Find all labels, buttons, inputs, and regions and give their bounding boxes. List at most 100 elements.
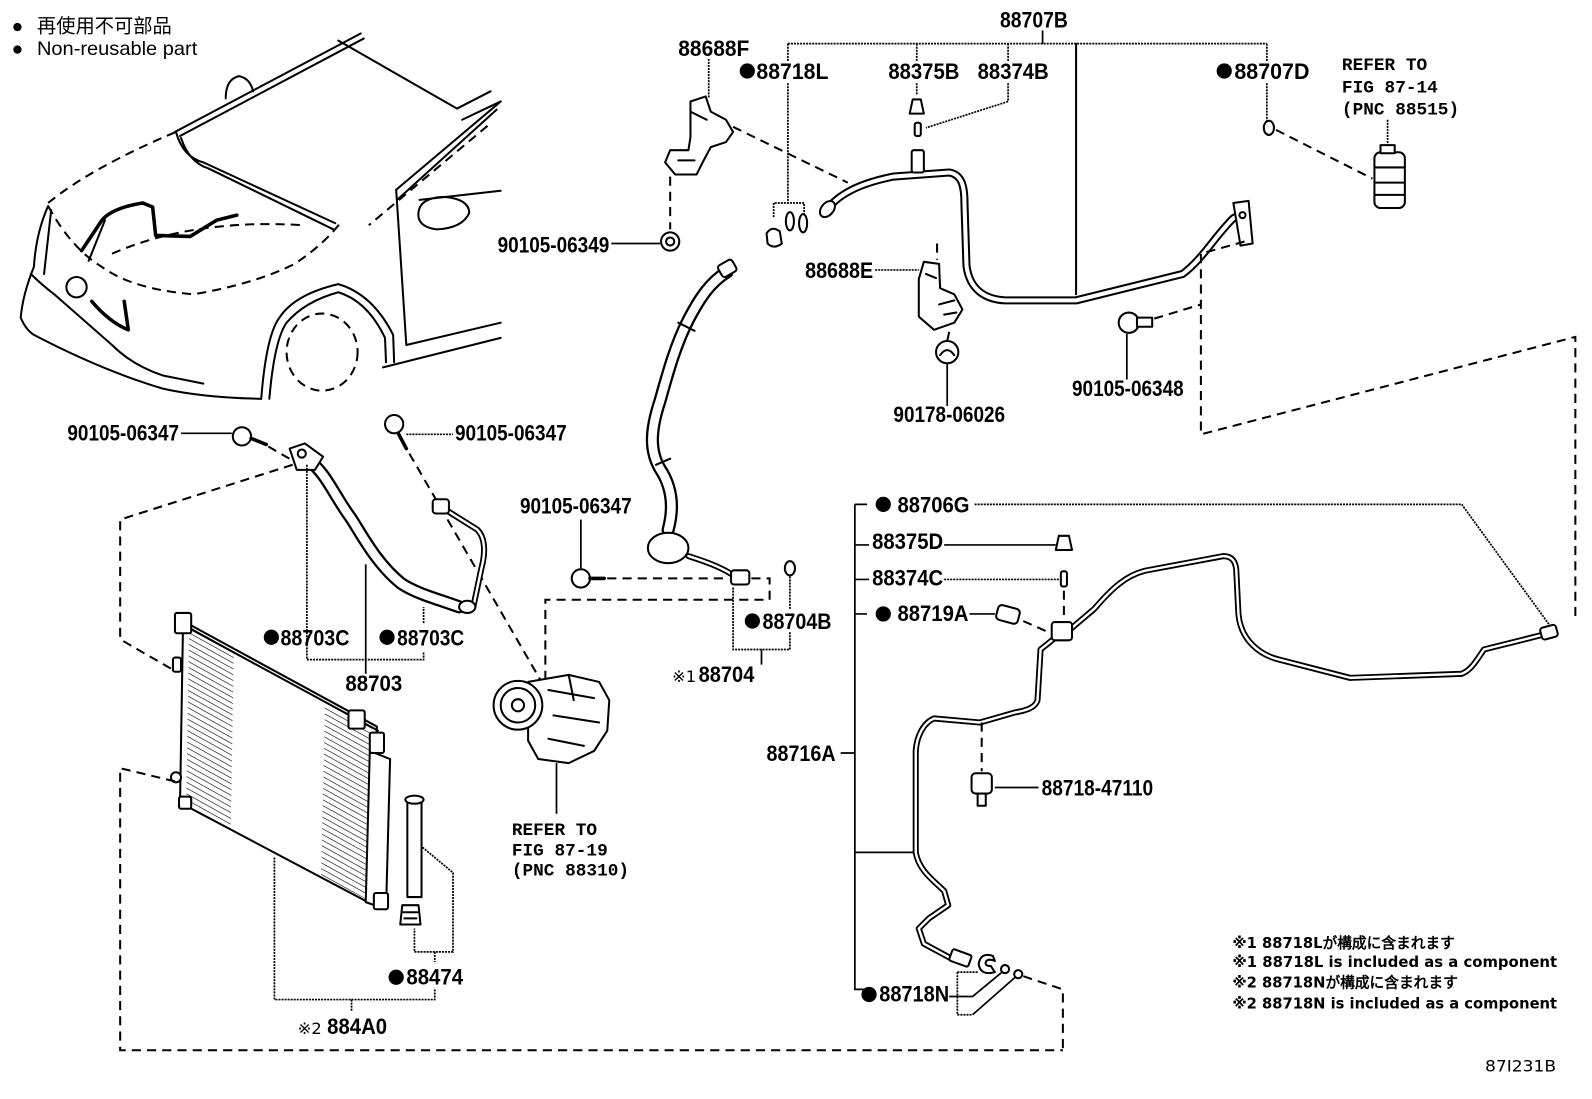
reference-line[interactable]: REFER TO	[512, 821, 598, 841]
non-reusable-bullet-icon	[388, 969, 404, 985]
callout-88375D[interactable]: 88375D	[872, 529, 943, 554]
callout-88716A[interactable]: 88716A	[767, 741, 836, 766]
condenser-top-rail	[186, 626, 379, 732]
bracket-88688E	[917, 260, 964, 331]
receiver-cap-detail	[402, 911, 419, 920]
guide-bolt-left	[267, 445, 296, 463]
pipe-88716A-threaded-end	[948, 948, 973, 968]
receiver-cap	[1379, 144, 1396, 155]
guide-88718N	[1022, 975, 1064, 1051]
leader-88718N-bracket	[956, 971, 978, 1016]
callout-88707D[interactable]: 88707D	[1234, 59, 1309, 84]
reference-fig-87-14[interactable]: REFER TO FIG 87-14 (PNC 88515)	[1342, 56, 1459, 121]
callout-88474[interactable]: 88474	[406, 964, 463, 989]
condenser-bracket-top	[173, 611, 193, 635]
callout-88703[interactable]: 88703	[345, 671, 402, 696]
guide-condenser-lower	[119, 766, 1063, 1052]
pipe-88703-bracket	[431, 498, 450, 515]
guide-nut-90178	[946, 331, 951, 342]
condenser-pin	[171, 656, 183, 673]
legend-text-english: Non-reusable part	[37, 39, 198, 60]
reference-line[interactable]: (PNC 88515)	[1342, 101, 1459, 121]
receiver-tube-top	[404, 794, 425, 805]
pipe-88707B-fill	[822, 170, 1246, 303]
callout-88703C-left[interactable]: 88703C	[280, 625, 349, 650]
callout-88703C-right[interactable]: 88703C	[397, 625, 464, 650]
callout-90105-06348[interactable]: 90105-06348	[1072, 376, 1184, 401]
muffler-icon	[646, 531, 690, 565]
callout-884A0[interactable]: 884A0	[327, 1014, 387, 1039]
callout-88704[interactable]: 88704	[699, 662, 755, 687]
legend-text-japanese: 再使用不可部品	[37, 15, 172, 37]
callout-90105-06347-upper[interactable]: 90105-06347	[455, 420, 567, 445]
car-door-edge	[395, 188, 502, 347]
car-cowl	[174, 130, 337, 231]
callout-88718N[interactable]: 88718N	[879, 982, 949, 1007]
o-ring-88718N-icon	[999, 964, 1011, 975]
pipe-88716A-end-fitting	[1539, 623, 1559, 641]
non-reusable-bullet-icon	[1216, 63, 1232, 79]
reference-line[interactable]: FIG 87-14	[1342, 78, 1438, 98]
hose-88703-fill	[305, 457, 464, 612]
fitting-hole	[1238, 211, 1247, 220]
callout-88706G[interactable]: 88706G	[897, 492, 969, 517]
compressor	[492, 673, 611, 814]
callout-88375B[interactable]: 88375B	[888, 59, 959, 84]
car-a-pillar-hidden	[368, 125, 489, 227]
callout-88374C[interactable]: 88374C	[872, 566, 943, 591]
reference-line[interactable]: REFER TO	[1342, 56, 1428, 76]
pipe-88716A-right-fill	[1066, 554, 1547, 680]
reference-line[interactable]: (PNC 88310)	[512, 862, 629, 882]
reference-fig-87-19[interactable]: REFER TO FIG 87-19 (PNC 88310)	[512, 821, 629, 882]
o-ring-88718L-icon	[798, 213, 809, 234]
cap-88375B-icon	[908, 98, 925, 115]
o-ring-88718N-icon	[1013, 969, 1024, 980]
callout-88688E[interactable]: 88688E	[805, 258, 873, 283]
bolt-shank	[249, 436, 269, 447]
bracket-88688E-detail	[924, 272, 958, 316]
receiver-tube-icon	[406, 798, 423, 899]
leader-88716A-bracket	[840, 503, 917, 991]
callout-88718-47110[interactable]: 88718-47110	[1042, 776, 1154, 801]
callout-88374B[interactable]: 88374B	[978, 59, 1049, 84]
bracket-88688F-detail	[677, 110, 708, 162]
footnote-1-english: ※1 88718L is included as a component	[1232, 954, 1557, 971]
callout-88688F[interactable]: 88688F	[678, 36, 749, 61]
callout-90105-06347-center[interactable]: 90105-06347	[520, 493, 632, 518]
car-headlight	[65, 276, 88, 299]
pipe-88716A-group	[840, 503, 1559, 1051]
bolt-shank	[1135, 316, 1154, 328]
leader-88718N	[949, 971, 1016, 1016]
guide-88704-compressor	[544, 577, 771, 691]
callout-88704B[interactable]: 88704B	[763, 609, 832, 634]
guide-right-loop	[1199, 240, 1577, 622]
footnote-1-japanese: ※1 88718Lが構成に含まれます	[1232, 934, 1455, 952]
callout-88707B[interactable]: 88707B	[1000, 7, 1068, 32]
o-ring-88718L-icon	[784, 211, 795, 232]
receiver-dryer	[1373, 144, 1406, 210]
hose-88704-band	[654, 321, 696, 466]
car-bumper-lower	[29, 272, 205, 385]
legend-bullet-icon: ●	[12, 16, 24, 37]
car-antenna	[224, 75, 255, 100]
callout-90105-06349[interactable]: 90105-06349	[498, 233, 610, 258]
callout-90178-06026[interactable]: 90178-06026	[893, 402, 1005, 427]
pipe-88703-end	[458, 599, 477, 614]
footnote-2-english: ※2 88718N is included as a component	[1232, 996, 1557, 1013]
callout-90105-06347-left[interactable]: 90105-06347	[67, 420, 179, 445]
callout-88719A[interactable]: 88719A	[897, 601, 968, 626]
car-front-fascia	[19, 204, 263, 400]
callout-88718L[interactable]: 88718L	[756, 59, 828, 84]
car-a-pillar-right	[395, 100, 502, 200]
figure-id: 87I231B	[1485, 1057, 1556, 1076]
vehicle-location-illustration	[19, 32, 502, 400]
reference-line[interactable]: FIG 87-19	[512, 841, 608, 861]
guide-receiver	[1275, 128, 1373, 180]
pressure-switch-88719A-icon	[995, 604, 1021, 625]
bolt-90105-06347-center-icon	[570, 568, 592, 589]
car-a-pillar-left	[173, 32, 365, 137]
valve-core-88374B-icon	[913, 121, 922, 137]
footnote-2-japanese: ※2 88718Nが構成に含まれます	[1232, 973, 1457, 991]
non-reusable-bullet-icon	[263, 629, 279, 645]
